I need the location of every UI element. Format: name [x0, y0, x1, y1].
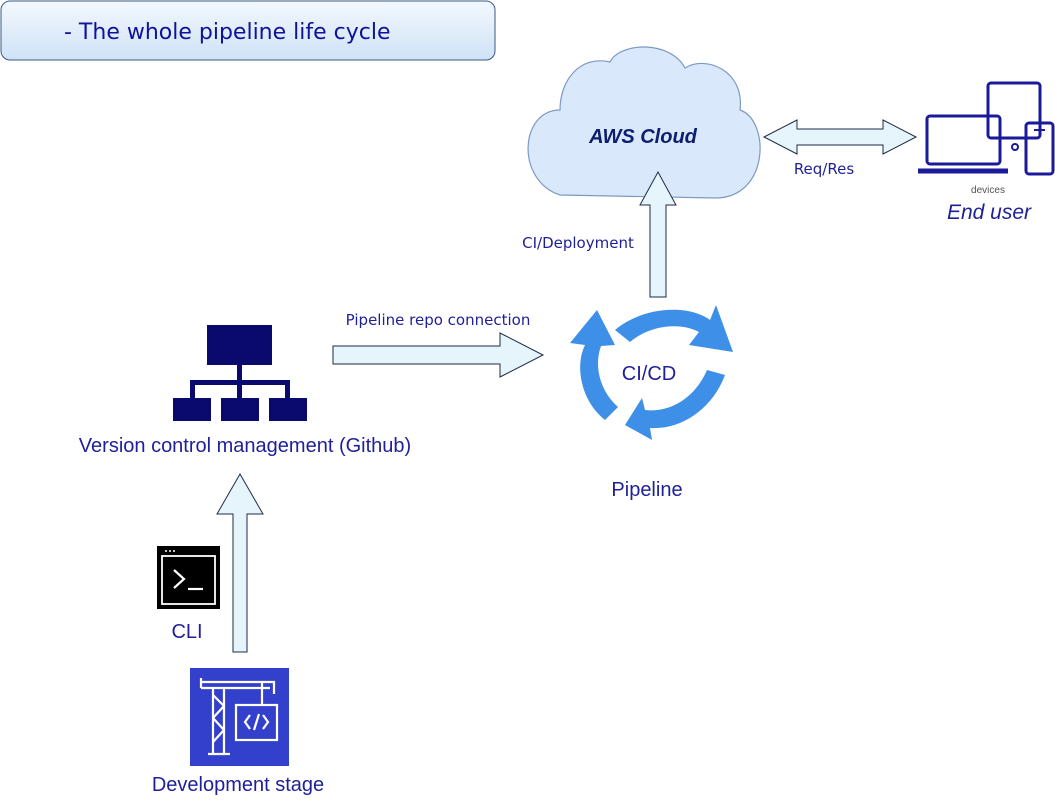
repo-connection-arrow: [332, 332, 545, 378]
org-chart-icon: [173, 325, 307, 421]
title-box: - The whole pipeline life cycle: [0, 0, 496, 61]
repo-connection-label: Pipeline repo connection: [346, 311, 531, 329]
vcs-label: Version control management (Github): [79, 435, 411, 457]
dev-stage-label: Development stage: [152, 774, 324, 796]
cli-label: CLI: [171, 621, 202, 643]
req-res-label: Req/Res: [794, 160, 855, 178]
ci-deployment-arrow: [639, 170, 677, 298]
cycle-arrows-icon: [570, 305, 733, 440]
pipeline-label: Pipeline: [611, 479, 682, 501]
title-text: - The whole pipeline life cycle: [64, 20, 391, 45]
end-user-label: End user: [947, 201, 1032, 224]
dev-to-vcs-arrow: [216, 472, 264, 653]
ci-deployment-label: CI/Deployment: [522, 234, 634, 252]
cloud-label: AWS Cloud: [588, 126, 698, 148]
devices-icon: [918, 81, 1055, 176]
devices-caption: devices: [971, 185, 1005, 196]
req-res-arrow: [762, 119, 918, 155]
terminal-icon: [157, 546, 220, 609]
crane-code-icon: [190, 668, 289, 766]
cicd-label: CI/CD: [622, 363, 676, 385]
cloud-icon: [527, 46, 761, 199]
